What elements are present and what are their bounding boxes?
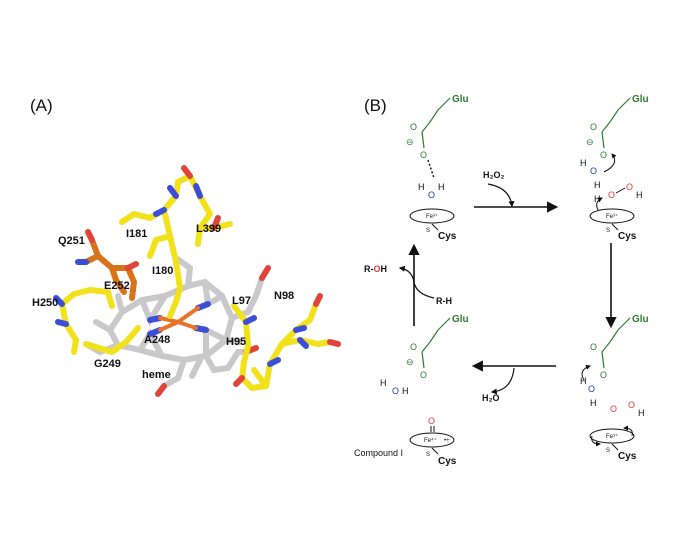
cys-label-3: Cys — [618, 451, 637, 462]
label-n98: N98 — [274, 290, 294, 302]
water-h-1: H — [418, 182, 425, 192]
peroxide-h2: H — [636, 190, 643, 200]
glu-oxygen-2c: O — [600, 370, 607, 380]
oxo-h: H — [638, 408, 645, 418]
water-h-2: H — [438, 182, 445, 192]
glu-oxygen-1b: O — [590, 122, 597, 132]
label-i180: I180 — [152, 265, 173, 277]
glu-oxygen-2: O — [420, 150, 427, 160]
water-h-d: H — [590, 398, 597, 408]
cys-label-4: Cys — [438, 456, 457, 467]
glu-oxygen-2b: O — [600, 150, 607, 160]
sulfur-2: S — [606, 228, 610, 234]
h2o-label: H₂O — [482, 393, 500, 403]
glu-label-2: Glu — [632, 94, 649, 105]
cys-label-2: Cys — [618, 231, 637, 242]
label-heme: heme — [142, 369, 171, 381]
label-e252: E252 — [104, 280, 130, 292]
label-a248: A248 — [144, 334, 170, 346]
glu-oxygen-1d: O — [410, 342, 417, 352]
heme-structure — [83, 255, 271, 397]
label-l399: L399 — [196, 223, 221, 235]
state-resting: Glu O O ⊖ H O H Fe³⁺ S Cys — [406, 94, 469, 242]
panel-a-label: (A) — [30, 96, 53, 115]
iron-fe3-3: Fe³⁺ — [606, 433, 618, 440]
panel-b: (B) Glu O O ⊖ H O H Fe³⁺ S Cys H₂O₂ — [354, 94, 649, 467]
iron-fe3: Fe³⁺ — [426, 213, 438, 220]
h2o2-label: H₂O₂ — [483, 170, 505, 180]
water-h-a: H — [580, 158, 587, 168]
glu-label: Glu — [452, 94, 469, 105]
glu-oxygen-2d: O — [420, 370, 427, 380]
panel-a: (A) — [30, 96, 341, 397]
compound-i-label: Compound I — [354, 448, 403, 458]
state-peroxide-bound: Glu O O ⊖ H O H H O O H Fe³⁺ S Cys — [580, 94, 649, 242]
charge-minus-4: ⊖ — [406, 357, 414, 367]
charge-minus-2: ⊖ — [586, 137, 594, 147]
iron-fe3-2: Fe³⁺ — [606, 213, 618, 220]
arrow-h2o2: H₂O₂ — [474, 170, 559, 213]
label-h250: H250 — [32, 297, 58, 309]
free-water-o: O — [392, 386, 399, 396]
label-l97: L97 — [232, 295, 251, 307]
water-oxygen-2: O — [590, 166, 597, 176]
cys-label: Cys — [438, 231, 457, 242]
protein-residues — [53, 165, 341, 391]
water-oxygen: O — [428, 190, 435, 200]
water-h-c: H — [580, 376, 587, 386]
r-oh-label: R-OH — [364, 264, 387, 274]
label-q251: Q251 — [58, 235, 85, 247]
oxo-o2: O — [628, 400, 635, 410]
oxo-o1: O — [610, 404, 617, 414]
sulfur-3: S — [606, 448, 610, 454]
water-oxygen-3: O — [588, 384, 595, 394]
residue-labels: L399 I181 Q251 I180 E252 H250 G249 A248 … — [32, 223, 294, 381]
sulfur-4: S — [426, 452, 430, 458]
charge-minus: ⊖ — [406, 137, 414, 147]
ferryl-oxygen: O — [428, 416, 435, 426]
state-compound-i: Glu O O ⊖ H O H O Fe⁴⁺ •+ S Cys Compound… — [354, 314, 469, 467]
arrow-h2o: H₂O — [471, 360, 556, 403]
free-water-h1: H — [380, 378, 387, 388]
r-h-label: R-H — [436, 296, 452, 306]
peroxide-h: H — [594, 194, 601, 204]
state-heterolysis: Glu O O H O H O O H Fe³⁺ S Cys — [580, 314, 649, 462]
glu-oxygen-1: O — [410, 122, 417, 132]
sulfur: S — [426, 228, 430, 234]
glu-oxygen-1c: O — [590, 342, 597, 352]
free-water-h2: H — [402, 386, 409, 396]
peroxide-o1: O — [608, 190, 615, 200]
glu-label-4: Glu — [452, 314, 469, 325]
peroxide-o2: O — [626, 182, 633, 192]
panel-b-label: (B) — [364, 96, 387, 115]
label-g249: G249 — [94, 358, 121, 370]
arrow-substrate: R-OH R-H — [364, 243, 452, 326]
glu-label-3: Glu — [632, 314, 649, 325]
label-i181: I181 — [126, 228, 147, 240]
water-h-b: H — [594, 180, 601, 190]
radical-cation: •+ — [444, 438, 450, 444]
iron-fe4: Fe⁴⁺ — [424, 437, 437, 444]
label-h95: H95 — [226, 336, 246, 348]
